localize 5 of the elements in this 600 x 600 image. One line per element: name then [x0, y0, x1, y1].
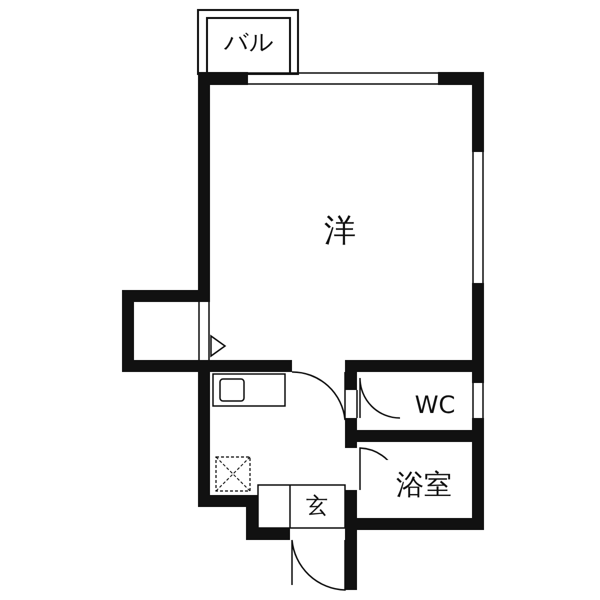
room-label: WC: [414, 393, 456, 417]
room-label: 浴室: [396, 471, 452, 499]
room-label: 玄: [306, 496, 328, 518]
room-label: バル: [224, 30, 274, 54]
room-label: 洋: [324, 214, 356, 246]
